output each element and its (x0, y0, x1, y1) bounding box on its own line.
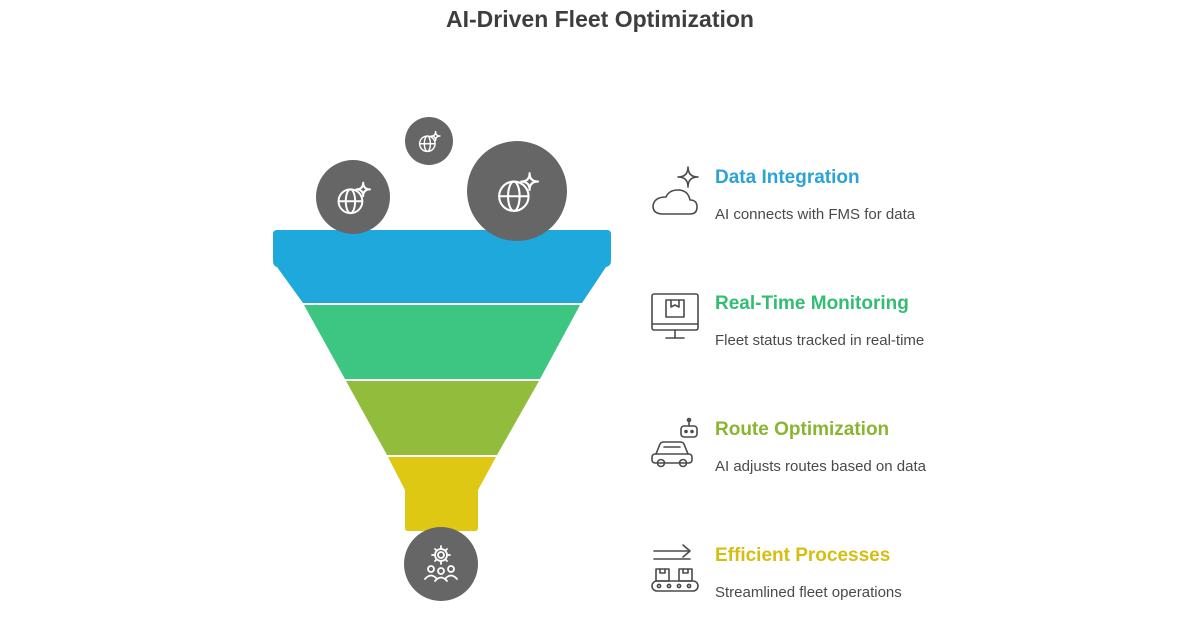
stage-description: Fleet status tracked in real-time (715, 332, 925, 349)
stage-description: Streamlined fleet operations (715, 584, 902, 601)
monitor-box-icon (651, 293, 699, 339)
stage-description: AI adjusts routes based on data (715, 458, 926, 475)
input-circle-small (405, 117, 453, 165)
stage-route-optimization: Route Optimization AI adjusts routes bas… (650, 417, 1070, 507)
page-title: AI-Driven Fleet Optimization (446, 6, 754, 32)
globe-sparkle-icon (498, 172, 540, 212)
stage-real-time-monitoring: Real-Time Monitoring Fleet status tracke… (650, 291, 1070, 381)
car-robot-icon (651, 417, 698, 468)
cloud-sparkle-icon (652, 166, 699, 215)
funnel-layer-data-integration (273, 230, 611, 303)
input-circle-large (467, 141, 567, 241)
globe-sparkle-icon (337, 181, 371, 215)
funnel-layer-efficient-processes (388, 457, 496, 531)
gear-people-icon (424, 545, 458, 582)
funnel-layer-real-time-monitoring (304, 305, 580, 379)
conveyor-arrow-icon (651, 544, 699, 592)
funnel-layer-route-optimization (346, 381, 539, 455)
stage-label: Data Integration (715, 167, 860, 188)
stage-label: Route Optimization (715, 419, 890, 440)
globe-sparkle-icon (418, 130, 441, 153)
stage-data-integration: Data Integration AI connects with FMS fo… (650, 165, 1070, 255)
input-circle-medium (316, 160, 390, 234)
output-circle (404, 527, 478, 601)
stage-efficient-processes: Efficient Processes Streamlined fleet op… (650, 543, 1070, 633)
stage-label: Efficient Processes (715, 545, 891, 566)
stage-label: Real-Time Monitoring (715, 293, 909, 314)
stage-description: AI connects with FMS for data (715, 206, 916, 223)
